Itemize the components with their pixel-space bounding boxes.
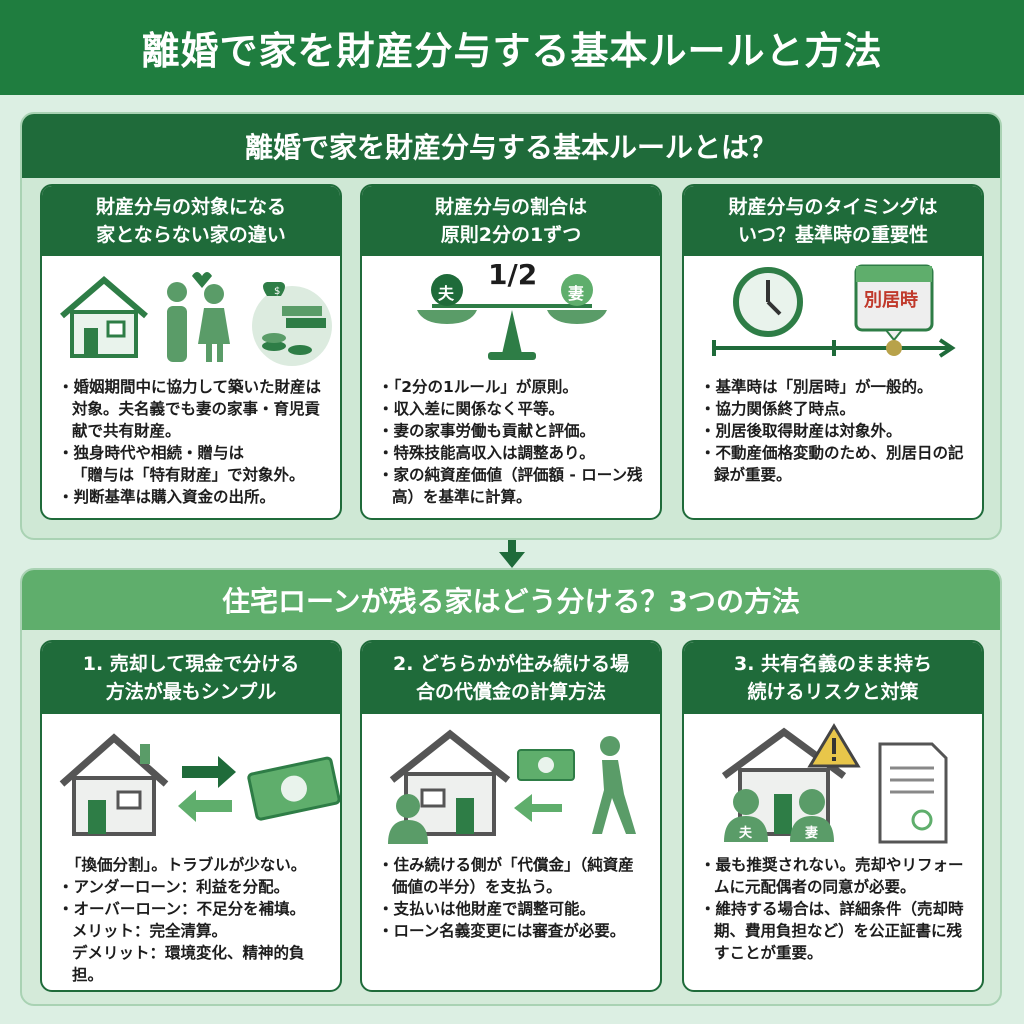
wife-badge [561,274,593,306]
card-title: 2. どちらかが住み続ける場合の代償金の計算方法 [362,642,660,714]
house-icon [60,276,148,358]
list-item: 協力関係終了時点。 [700,398,968,420]
person-icon [388,794,428,844]
card-title-line: 原則2分の1ずつ [440,224,582,246]
bullet-list: 最も推奨されない。売却やリフォームに元配偶者の同意が必要。 維持する場合は、詳細… [684,854,982,964]
money-icon: $ [252,282,332,366]
husband-label: 夫 [438,284,455,303]
list-item: 住み続ける側が「代償金」（純資産価値の半分）を支払う。 [378,854,646,898]
card-title: 財産分与の対象になる家とならない家の違い [42,186,340,256]
list-item: 収入差に関係なく平等。 [378,398,646,420]
illustration [362,714,660,854]
svg-text:$: $ [274,286,280,297]
list-item: 家の純資産価値（評価額 - ローン残高）を基準に計算。 [378,464,646,508]
section-loan-methods: 住宅ローンが残る家はどう分ける？3つの方法 1. 売却して現金で分ける方法が最も… [20,568,1002,1006]
section-title: 離婚で家を財産分与する基本ルールとは？ [22,114,1000,178]
list-item: オーバーローン：不足分を補填。 [58,898,326,920]
card-title-line: 方法が最もシンプル [105,681,277,703]
list-item: 特殊技能高収入は調整あり。 [378,442,646,464]
list-item: 妻の家事労働も貢献と評価。 [378,420,646,442]
list-item: 不動産価格変動のため、別居日の記録が重要。 [700,442,968,486]
list-item: 「2分の1ルール」が原則。 [378,376,646,398]
bullet-list: 基準時は「別居時」が一般的。 協力関係終了時点。 別居後取得財産は対象外。 不動… [684,376,982,486]
house-icon [389,729,511,836]
left-arrow-icon [514,794,562,822]
list-item: 最も推奨されない。売却やリフォームに元配偶者の同意が必要。 [700,854,968,898]
bullet-list: 「換価分割」。トラブルが少ない。 アンダーローン：利益を分配。 オーバーローン：… [42,854,340,986]
card-title-line: 家とならない家の違い [96,224,286,246]
card-title-line: 合の代償金の計算方法 [415,681,606,703]
list-item: 「換価分割」。トラブルが少ない。 [66,856,307,874]
walking-person-icon [592,736,636,834]
list-item: 判断基準は購入資金の出所。 [58,486,326,508]
bullet-list: 婚姻期間中に協力して築いた財産は対象。夫名義でも妻の家事・育児貢献で共有財産。 … [42,376,340,508]
illustration: $ [42,256,340,376]
card-title: 財産分与の割合は原則2分の1ずつ [362,186,660,256]
card-title-line: いつ？基準時の重要性 [737,224,928,246]
balance-scale-icon [417,304,607,360]
illustration [42,714,340,854]
list-item: 維持する場合は、詳細条件（売却時期、費用負担など）を公正証書に残すことが重要。 [700,898,968,964]
card-title-line: 財産分与の割合は [434,196,587,218]
husband-badge [431,274,463,306]
card-title-line: 1. 売却して現金で分ける [82,653,300,675]
list-item: 基準時は「別居時」が一般的。 [700,376,968,398]
house-icon [59,733,169,836]
list-item: 支払いは他財産で調整可能。 [378,898,646,920]
bullet-list: 「2分の1ルール」が原則。 収入差に関係なく平等。 妻の家事労働も貢献と評価。 … [362,376,660,508]
cash-icon [517,749,575,781]
list-item: ローン名義変更には審査が必要。 [378,920,646,942]
card-title: 1. 売却して現金で分ける方法が最もシンプル [42,642,340,714]
card-title-line: 3. 共有名義のまま持ち [733,653,933,675]
down-arrow-icon [499,540,525,568]
wife-label: 妻 [805,826,819,841]
timeline-arrow [712,338,956,358]
clock-icon [733,267,803,337]
card-title: 3. 共有名義のまま持ち続けるリスクと対策 [684,642,982,714]
card-title-line: 財産分与のタイミングは [728,196,938,218]
timeline-illustration: 別居時 [684,256,982,376]
warning-icon [807,723,861,768]
couple-icon [167,272,230,362]
list-item: デメリット：環境変化、精神的負担。 [72,944,305,984]
list-item: 「贈与は「特有財産」で対象外。 [72,466,305,484]
section-basic-rules: 離婚で家を財産分与する基本ルールとは？ 財産分与の対象になる家とならない家の違い… [20,112,1002,540]
husband-label: 夫 [739,826,753,841]
list-item: メリット：完全清算。 [72,922,228,940]
list-item: 別居後取得財産は対象外。 [700,420,968,442]
calendar-label: 別居時 [864,290,918,311]
card-sell-method: 1. 売却して現金で分ける方法が最もシンプル 「換価分割」。トラブルが少ない。 … [40,640,342,992]
bullet-list: 住み続ける側が「代償金」（純資産価値の半分）を支払う。 支払いは他財産で調整可能… [362,854,660,942]
section-title: 住宅ローンが残る家はどう分ける？3つの方法 [22,570,1000,630]
card-title-line: 財産分与の対象になる [95,196,286,218]
wife-label: 妻 [568,284,585,303]
list-item: 独身時代や相続・贈与は [58,442,326,464]
cash-icon [247,756,340,821]
exchange-arrows-icon [178,756,236,822]
fraction-label: 1/2 [488,258,538,291]
card-title: 財産分与のタイミングはいつ？基準時の重要性 [684,186,982,256]
list-item: 婚姻期間中に協力して築いた財産は対象。夫名義でも妻の家事・育児貢献で共有財産。 [58,376,326,442]
couple-icon [724,789,834,842]
calendar-icon [854,264,934,342]
card-title-line: 続けるリスクと対策 [747,681,919,703]
page-title: 離婚で家を財産分与する基本ルールと方法 [0,0,1024,95]
card-title-line: 2. どちらかが住み続ける場 [392,653,630,675]
illustration: 夫 妻 [684,714,982,854]
scale-illustration: 夫 妻 1/2 [362,256,660,376]
list-item: アンダーローン：利益を分配。 [58,876,326,898]
document-icon [878,742,948,844]
